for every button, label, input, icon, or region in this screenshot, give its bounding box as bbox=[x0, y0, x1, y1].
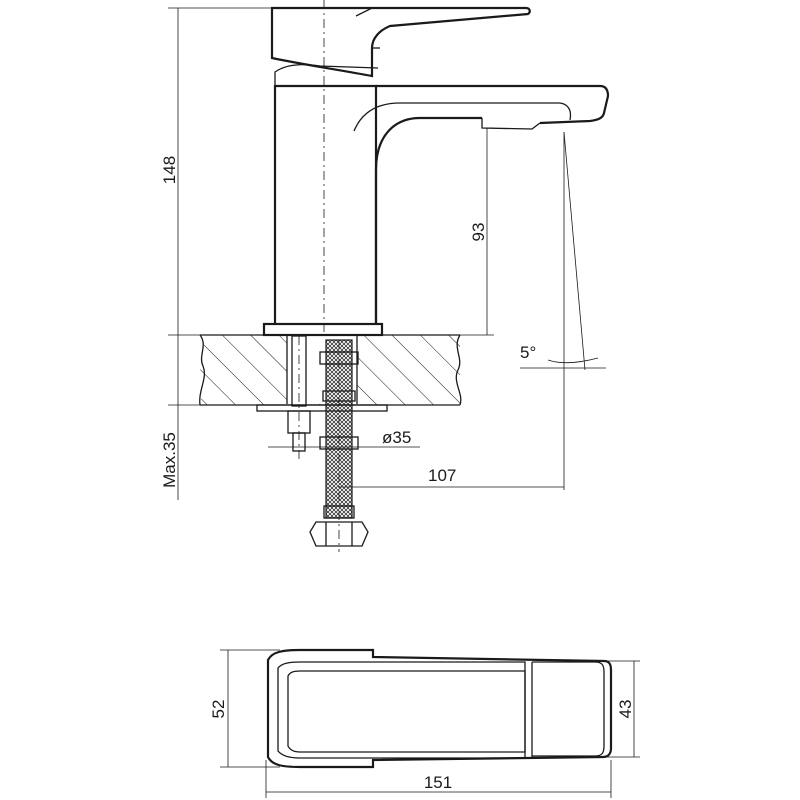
dimension-max35-label: Max.35 bbox=[160, 432, 179, 488]
dimension-43-label: 43 bbox=[616, 700, 635, 719]
dimension-5deg-label: 5° bbox=[520, 343, 536, 362]
dimension-52-label: 52 bbox=[209, 700, 228, 719]
dimension-spout-height: 93 bbox=[460, 127, 494, 336]
dimension-151-label: 151 bbox=[424, 773, 452, 792]
dimension-total-length: 151 bbox=[265, 760, 612, 798]
dimension-spout-reach: 107 bbox=[339, 466, 564, 488]
dimension-hole-diameter: ø35 bbox=[268, 428, 420, 448]
dimension-total-height: 148 bbox=[160, 7, 272, 336]
dimension-handle-depth: 43 bbox=[606, 660, 640, 758]
mounting-parts bbox=[256, 335, 388, 552]
side-view: 148 93 5° ø35 107 bbox=[160, 0, 610, 552]
dimension-spout-angle: 5° bbox=[520, 131, 606, 490]
dimension-max-thickness: Max.35 bbox=[160, 335, 200, 500]
dimension-body-depth: 52 bbox=[209, 649, 280, 768]
dimension-d35-label: ø35 bbox=[382, 428, 411, 447]
dimension-93-label: 93 bbox=[469, 223, 488, 242]
faucet-body bbox=[262, 0, 610, 337]
top-view: 52 43 151 bbox=[209, 648, 640, 798]
dimension-107-label: 107 bbox=[428, 466, 456, 485]
dimension-148-label: 148 bbox=[160, 156, 179, 184]
